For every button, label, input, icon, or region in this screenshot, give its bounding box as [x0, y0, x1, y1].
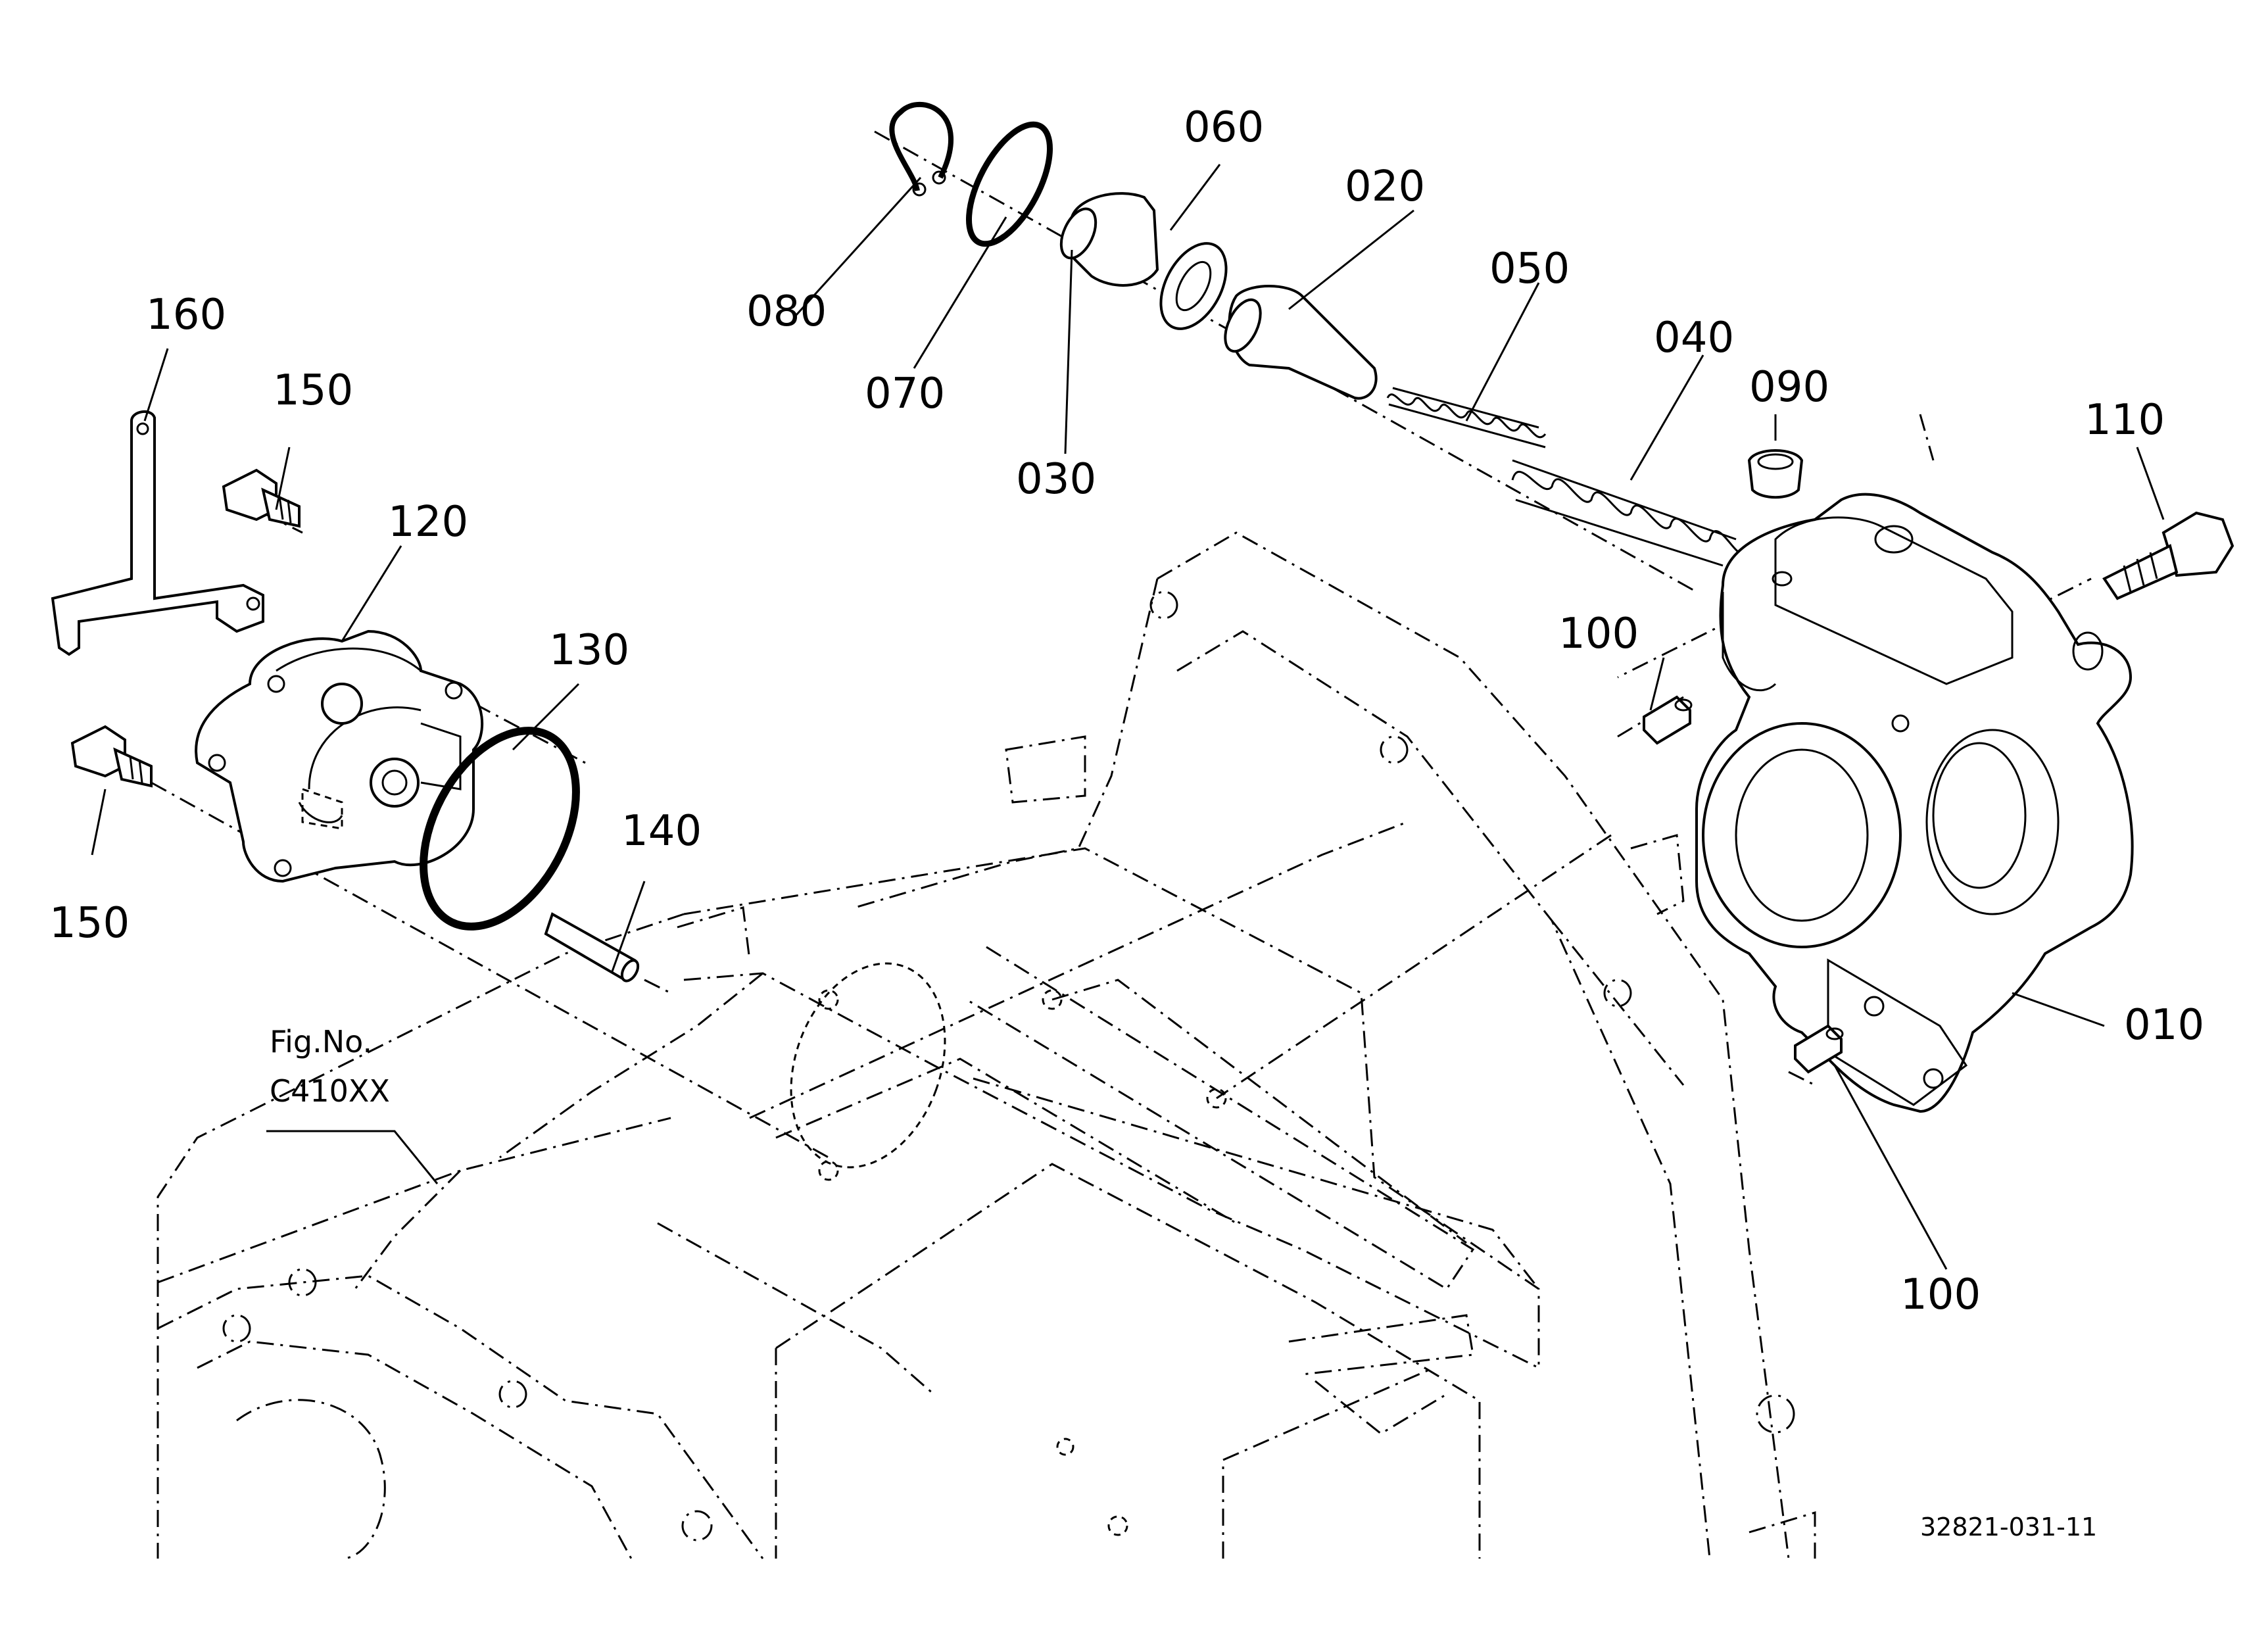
part-050-inner-spring[interactable] [1386, 387, 1547, 449]
callout-110: 110 [2085, 396, 2165, 445]
part-090-plug[interactable] [1747, 449, 1804, 499]
figure-reference-caption: Fig.No. [270, 1024, 372, 1059]
part-120-pump-housing[interactable] [195, 629, 484, 883]
part-060-washer[interactable] [1147, 232, 1240, 339]
callout-130: 130 [549, 626, 629, 675]
callout-010: 010 [2124, 1001, 2204, 1050]
callout-140: 140 [621, 807, 702, 856]
part-030-plug[interactable] [1054, 192, 1159, 287]
callout-150-lower: 150 [49, 899, 130, 948]
callout-100-upper: 100 [1558, 610, 1639, 658]
callout-leaders [91, 164, 2165, 1270]
part-160-bracket[interactable] [51, 410, 264, 656]
part-070-o-ring[interactable] [952, 112, 1066, 256]
callout-030: 030 [1016, 455, 1096, 504]
part-080-snap-ring[interactable] [889, 101, 953, 197]
callout-150-upper: 150 [273, 366, 353, 415]
part-010-valve-body[interactable] [1695, 493, 2134, 1113]
callout-090: 090 [1749, 363, 1829, 412]
part-130-o-ring[interactable] [393, 705, 608, 952]
part-100-pin-upper[interactable] [1643, 695, 1693, 745]
callout-120: 120 [388, 498, 468, 546]
part-040-outer-spring[interactable] [1511, 459, 1744, 567]
transmission-housing [157, 531, 1816, 1560]
part-150-bolt-lower[interactable] [70, 725, 153, 788]
figure-reference-link[interactable]: Fig.No. C410XX [270, 1024, 390, 1109]
callout-060: 060 [1184, 103, 1264, 152]
part-150-bolt-upper[interactable] [222, 468, 301, 528]
callout-050: 050 [1489, 245, 1570, 293]
callout-160: 160 [146, 291, 226, 339]
part-140-pin[interactable] [544, 912, 641, 984]
callout-100-lower: 100 [1900, 1271, 1981, 1319]
callout-080: 080 [746, 287, 827, 336]
callout-070: 070 [865, 370, 945, 418]
part-100-pin-lower[interactable] [1794, 1024, 1844, 1074]
part-110-bolt[interactable] [2102, 511, 2234, 600]
part-020-valve-spool[interactable] [1218, 285, 1378, 400]
drawing-code: 32821-031-11 [1920, 1513, 2097, 1541]
callout-020: 020 [1345, 162, 1425, 211]
callout-040: 040 [1654, 314, 1734, 362]
figure-reference-number: C410XX [270, 1073, 390, 1109]
